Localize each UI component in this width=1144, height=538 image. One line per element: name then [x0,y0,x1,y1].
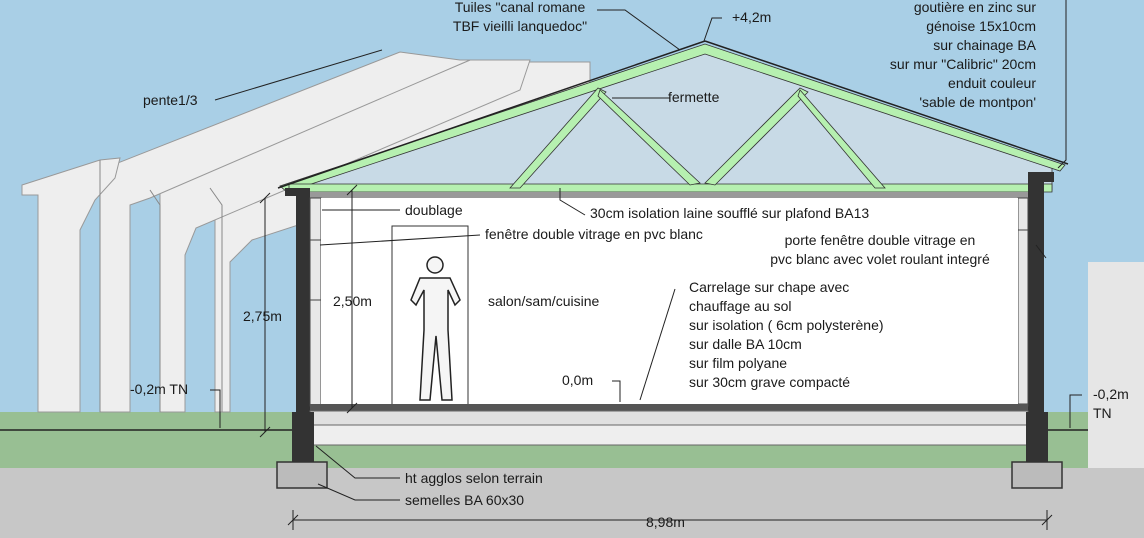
width-label: 8,98m [646,514,685,530]
tn-right-label: -0,2m TN [1093,386,1129,421]
ceiling [296,192,1044,198]
room-label: salon/sam/cuisine [488,293,600,309]
background-roof-edges [99,160,223,412]
level-zero-label: 0,0m [562,372,594,388]
sol-label: Carrelage sur chape avec chauffage au so… [689,279,884,390]
height-top-label: +4,2m [732,9,772,25]
height-ceiling-label: 2,50m [333,293,372,309]
ground-soil [0,468,1144,538]
background-building [1088,262,1144,468]
pente-label: pente1/3 [143,92,198,108]
left-window [310,239,321,301]
leader-lines [210,0,1082,501]
floor-tiles [310,404,1028,411]
isolation-label: 30cm isolation laine soufflé sur plafond… [590,205,870,221]
height-wall-label: 2,75m [243,308,282,324]
right-footing [1011,461,1063,489]
right-lining [1017,197,1029,407]
floor-insulation [309,410,1029,426]
doublage-label: doublage [405,202,463,218]
left-eave [285,188,310,196]
gouttiere-label: goutière en zinc sur génoise 15x10cm sur… [889,0,1036,110]
person-figure [410,256,461,401]
right-foundation [1026,412,1048,462]
left-wall [296,190,310,455]
floor-gravel [309,424,1029,446]
roof-tile-line [277,40,706,189]
tn-left-label: -0,2m TN [130,381,189,397]
left-footing [276,461,328,489]
left-foundation [292,412,314,462]
tuiles-label: Tuiles "canal romane TBF vieilli lanqued… [452,0,588,34]
right-eave [1028,172,1054,182]
semelles-label: semelles BA 60x30 [405,492,525,508]
left-lining [309,197,322,407]
agglos-label: ht agglos selon terrain [405,470,543,486]
roof-tile-line-right [704,40,1069,165]
porte-fenetre-label: porte fenêtre double vitrage en pvc blan… [770,232,990,267]
fermette-label: fermette [668,89,720,105]
fermette-truss [279,43,1066,193]
fenetre-label: fenêtre double vitrage en pvc blanc [485,226,703,242]
dimension-lines [259,184,1053,530]
